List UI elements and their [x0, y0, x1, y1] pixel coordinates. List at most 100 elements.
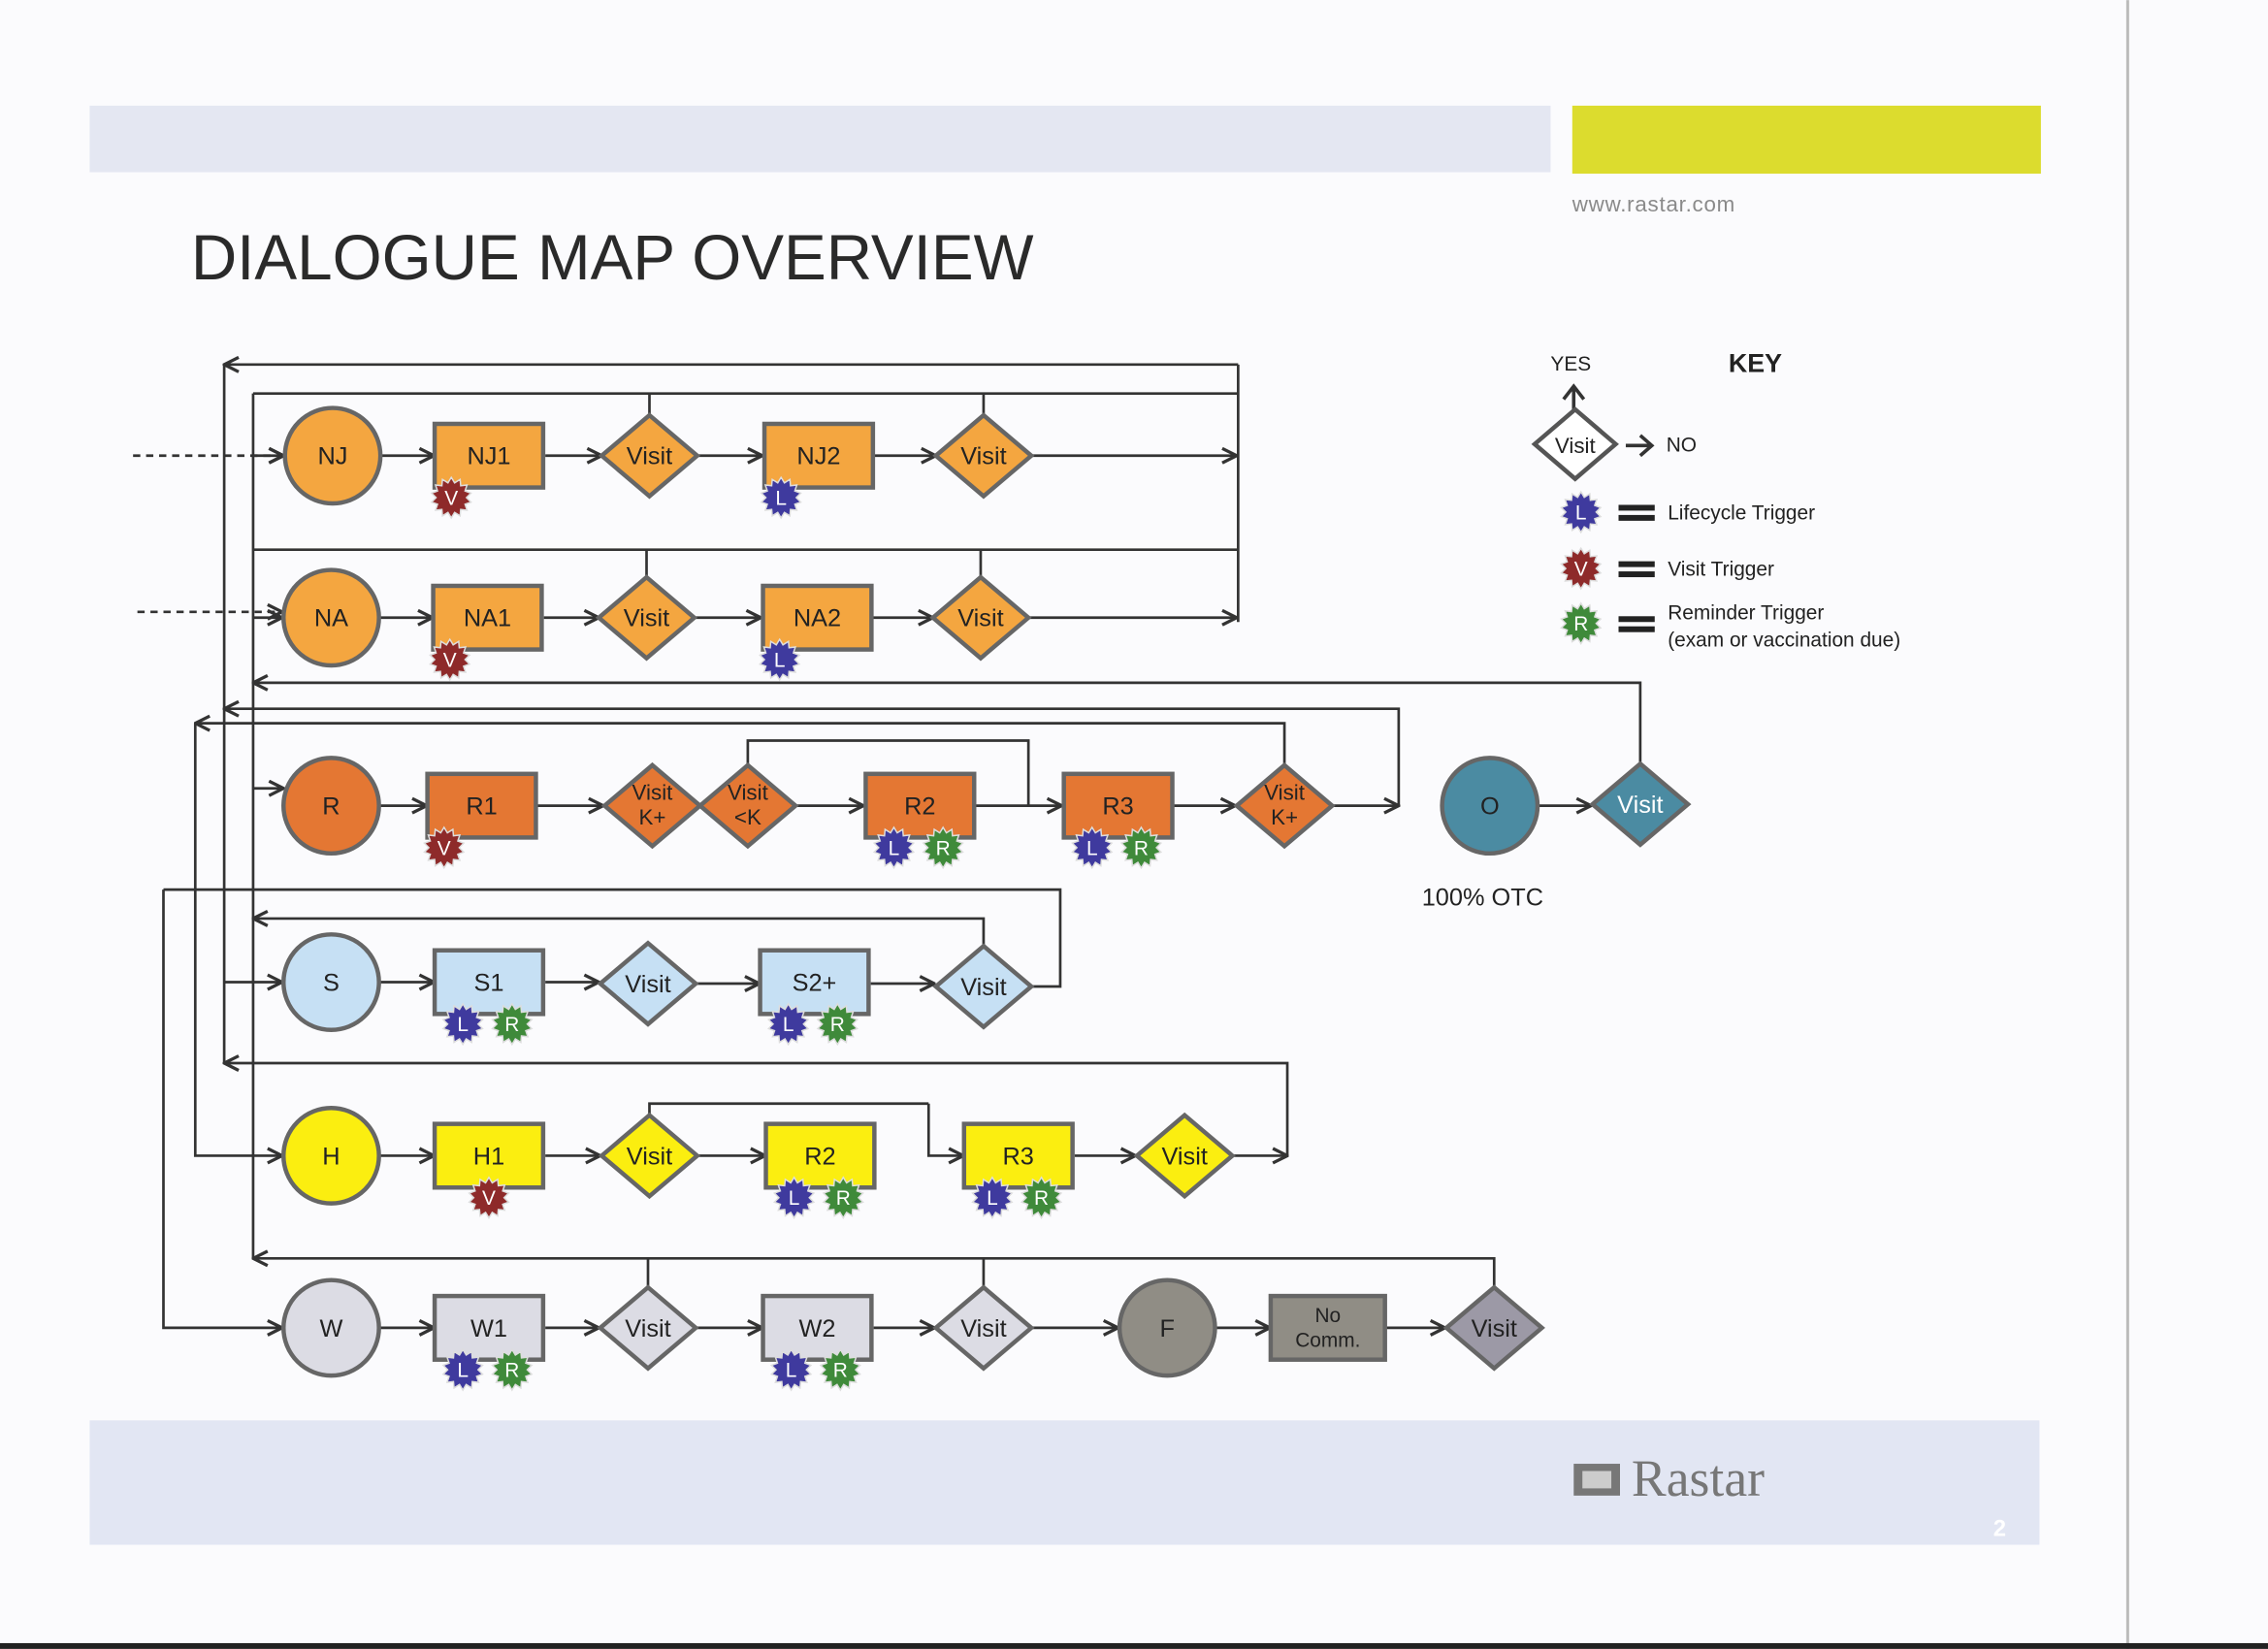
connector-line [648, 1102, 929, 1116]
footer-band [89, 1420, 2040, 1545]
key-no-arrow [1625, 434, 1655, 458]
trigger-badge-v: V [429, 637, 471, 682]
node-label: R1 [466, 793, 497, 821]
node-sv2[interactable]: Visit [932, 943, 1035, 1030]
node-label: Visit [632, 781, 674, 805]
trigger-badge-r: R [1119, 825, 1163, 870]
node-label: Visit [1264, 781, 1306, 805]
trigger-badge-l: L [759, 637, 801, 682]
svg-text:(exam or vaccination due): (exam or vaccination due) [1668, 630, 1900, 652]
connector-line [253, 1258, 1496, 1288]
trigger-badge-l: L [767, 1002, 810, 1047]
trigger-badge-l: L [760, 475, 802, 520]
node-f[interactable]: F [1117, 1277, 1217, 1378]
node-label: Visit [1161, 1143, 1207, 1170]
trigger-badge-r: R [816, 1002, 859, 1047]
node-s[interactable]: S [281, 932, 381, 1032]
trigger-badge-r: R [491, 1347, 534, 1392]
node-nav2[interactable]: Visit [929, 574, 1032, 662]
node-label: K+ [1271, 805, 1298, 829]
svg-text:L: L [774, 649, 786, 671]
node-hv2[interactable]: Visit [1133, 1112, 1236, 1200]
node-nav1[interactable]: Visit [595, 574, 698, 662]
node-label: NJ [317, 443, 347, 470]
connector-line [193, 723, 281, 1156]
connector-line [224, 1063, 1289, 1156]
node-wv1[interactable]: Visit [597, 1284, 699, 1372]
svg-text:R: R [830, 1014, 845, 1036]
node-na[interactable]: NA [281, 567, 381, 668]
node-h[interactable]: H [281, 1106, 381, 1206]
node-rv2[interactable]: Visit<K [697, 761, 799, 850]
svg-text:L: L [987, 1187, 998, 1210]
node-label: S [323, 969, 340, 996]
node-label: Visit [957, 605, 1003, 632]
node-label: NA [314, 605, 348, 632]
node-wv3[interactable]: Visit [1442, 1284, 1545, 1372]
node-h1[interactable]: H1V [432, 1121, 546, 1220]
svg-text:L: L [1575, 501, 1587, 524]
trigger-badge-l: L [971, 1176, 1014, 1220]
node-label: R2 [804, 1143, 835, 1170]
node-label: Visit [627, 443, 672, 470]
svg-text:L: L [1086, 837, 1098, 859]
node-hv1[interactable]: Visit [598, 1112, 701, 1200]
node-sv1[interactable]: Visit [597, 940, 699, 1027]
svg-text:Reminder Trigger: Reminder Trigger [1668, 601, 1824, 624]
node-label: W2 [798, 1315, 835, 1342]
trigger-badge-l: L [772, 1176, 816, 1220]
node-label: Visit [624, 605, 669, 632]
key-item-r: R Reminder Trigger (exam or vaccination du… [1560, 601, 1900, 652]
node-r1[interactable]: R1V [423, 771, 538, 870]
node-label: W [320, 1315, 343, 1342]
node-label: Visit [625, 971, 670, 998]
node-label: W1 [470, 1315, 507, 1342]
node-label: S1 [473, 969, 503, 996]
svg-text:V: V [444, 487, 458, 509]
node-label: R [322, 793, 340, 821]
node-nj[interactable]: NJ [282, 405, 383, 506]
trigger-badge-l: L [441, 1347, 484, 1392]
node-label: F [1160, 1315, 1175, 1342]
node-label: NA1 [464, 605, 511, 632]
trigger-badge-r: R [491, 1002, 534, 1047]
svg-text:R: R [1573, 613, 1588, 635]
site-url[interactable]: www.rastar.com [1571, 192, 1735, 216]
node-o[interactable]: O [1440, 756, 1540, 857]
node-njv2[interactable]: Visit [932, 412, 1035, 500]
trigger-badge-r: R [1020, 1176, 1063, 1220]
node-ov[interactable]: Visit [1589, 760, 1692, 848]
node-label: R3 [1102, 793, 1133, 821]
trigger-badge-l: L [441, 1002, 484, 1047]
node-w[interactable]: W [281, 1277, 381, 1378]
node-wv2[interactable]: Visit [932, 1284, 1035, 1372]
svg-text:L: L [889, 837, 900, 859]
svg-text:R: R [1034, 1187, 1049, 1210]
node-label: NJ1 [467, 443, 510, 470]
svg-text:Lifecycle Trigger: Lifecycle Trigger [1668, 501, 1815, 524]
connector-line [926, 1103, 963, 1156]
node-njv1[interactable]: Visit [598, 412, 701, 500]
page-title: DIALOGUE MAP OVERVIEW [191, 222, 1034, 293]
node-r[interactable]: R [281, 756, 381, 857]
node-label: Visit [627, 1143, 672, 1170]
trigger-badge-l: L [872, 825, 916, 870]
svg-text:R: R [504, 1360, 519, 1382]
